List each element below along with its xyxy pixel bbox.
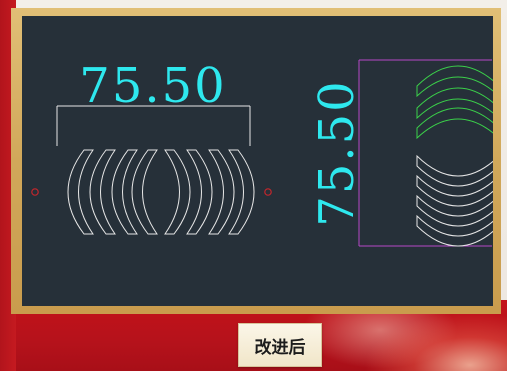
part-crescent (186, 149, 213, 235)
right-nesting-green-parts[interactable] (416, 65, 493, 140)
part-crescent (131, 149, 158, 235)
left-dimension: 75.50 (56, 58, 251, 146)
caption-label: 改进后 (238, 323, 322, 367)
right-nesting-white-parts[interactable] (416, 154, 493, 247)
part-arc-green (416, 65, 493, 98)
part-crescent (67, 149, 94, 235)
part-crescent (208, 149, 235, 235)
part-arc-white (416, 174, 493, 207)
part-crescent (228, 149, 255, 235)
part-crescent (89, 149, 116, 235)
part-arc-white (416, 194, 493, 227)
right-dimension: 75.50 (309, 59, 492, 247)
part-arc-white (416, 214, 493, 247)
left-dimension-text: 75.50 (79, 58, 226, 114)
part-crescent (111, 149, 138, 235)
left-nesting-parts[interactable] (67, 149, 255, 235)
cad-canvas[interactable]: 75.50 75.50 (22, 16, 493, 306)
red-circle-marker-left (31, 188, 39, 196)
part-arc-green (416, 87, 493, 120)
part-arc-green (416, 107, 493, 140)
part-arc-white (416, 154, 493, 187)
part-crescent (164, 149, 191, 235)
red-circle-marker-right (264, 188, 272, 196)
right-dimension-text: 75.50 (309, 79, 365, 226)
